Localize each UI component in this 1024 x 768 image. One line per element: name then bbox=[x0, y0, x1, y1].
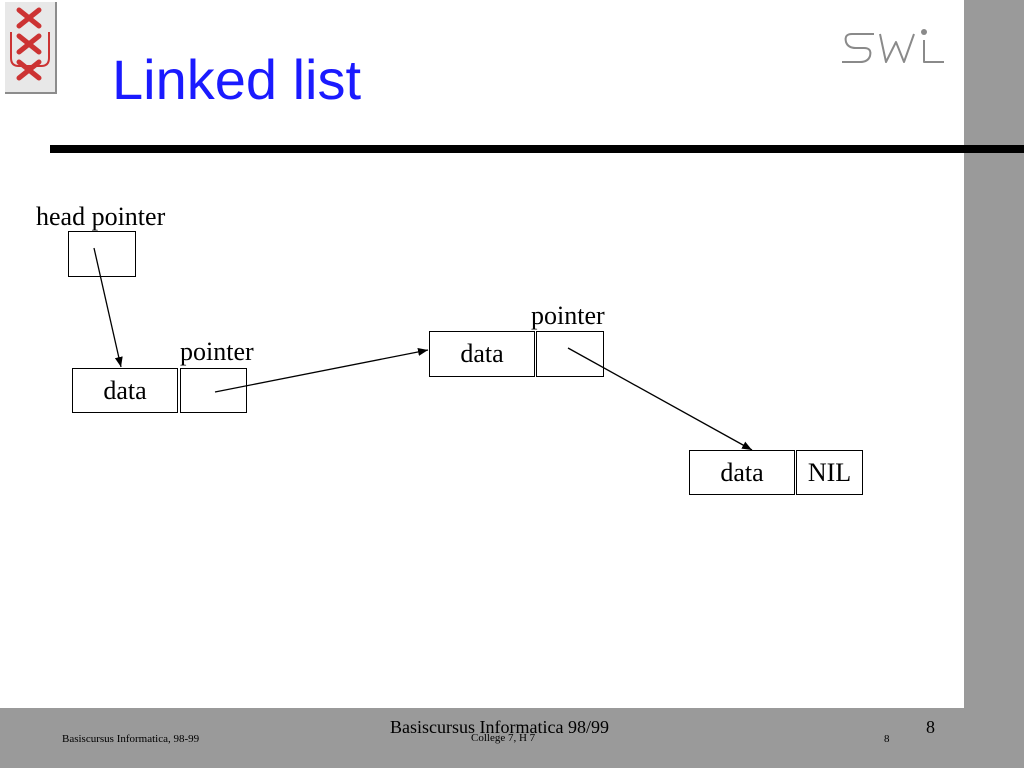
head-pointer-label: head pointer bbox=[36, 202, 166, 231]
slide-number: 8 bbox=[926, 717, 935, 737]
node-2-data-cell: data bbox=[429, 331, 535, 377]
node-1-pointer-cell bbox=[180, 368, 247, 413]
node-1-data-cell: data bbox=[72, 368, 178, 413]
swi-logo bbox=[842, 29, 944, 63]
node-3-data-cell: data bbox=[689, 450, 795, 495]
footer-band bbox=[0, 708, 1024, 768]
footer-center-sub: College 7, H 7 bbox=[471, 732, 536, 744]
slide-number-small: 8 bbox=[884, 733, 890, 745]
node-2-pointer-label: pointer bbox=[531, 301, 605, 330]
title-divider bbox=[50, 145, 1024, 153]
node-3-nil-cell: NIL bbox=[796, 450, 863, 495]
node-2-pointer-cell bbox=[536, 331, 604, 377]
node-1-pointer-label: pointer bbox=[180, 337, 254, 366]
head-pointer-box bbox=[68, 231, 136, 277]
slide-title: Linked list bbox=[112, 48, 362, 111]
right-decor-band bbox=[964, 0, 1024, 768]
footer-center-title: Basiscursus Informatica 98/99 bbox=[390, 717, 609, 737]
university-logo bbox=[5, 2, 57, 94]
footer-left-text: Basiscursus Informatica, 98-99 bbox=[62, 733, 200, 745]
